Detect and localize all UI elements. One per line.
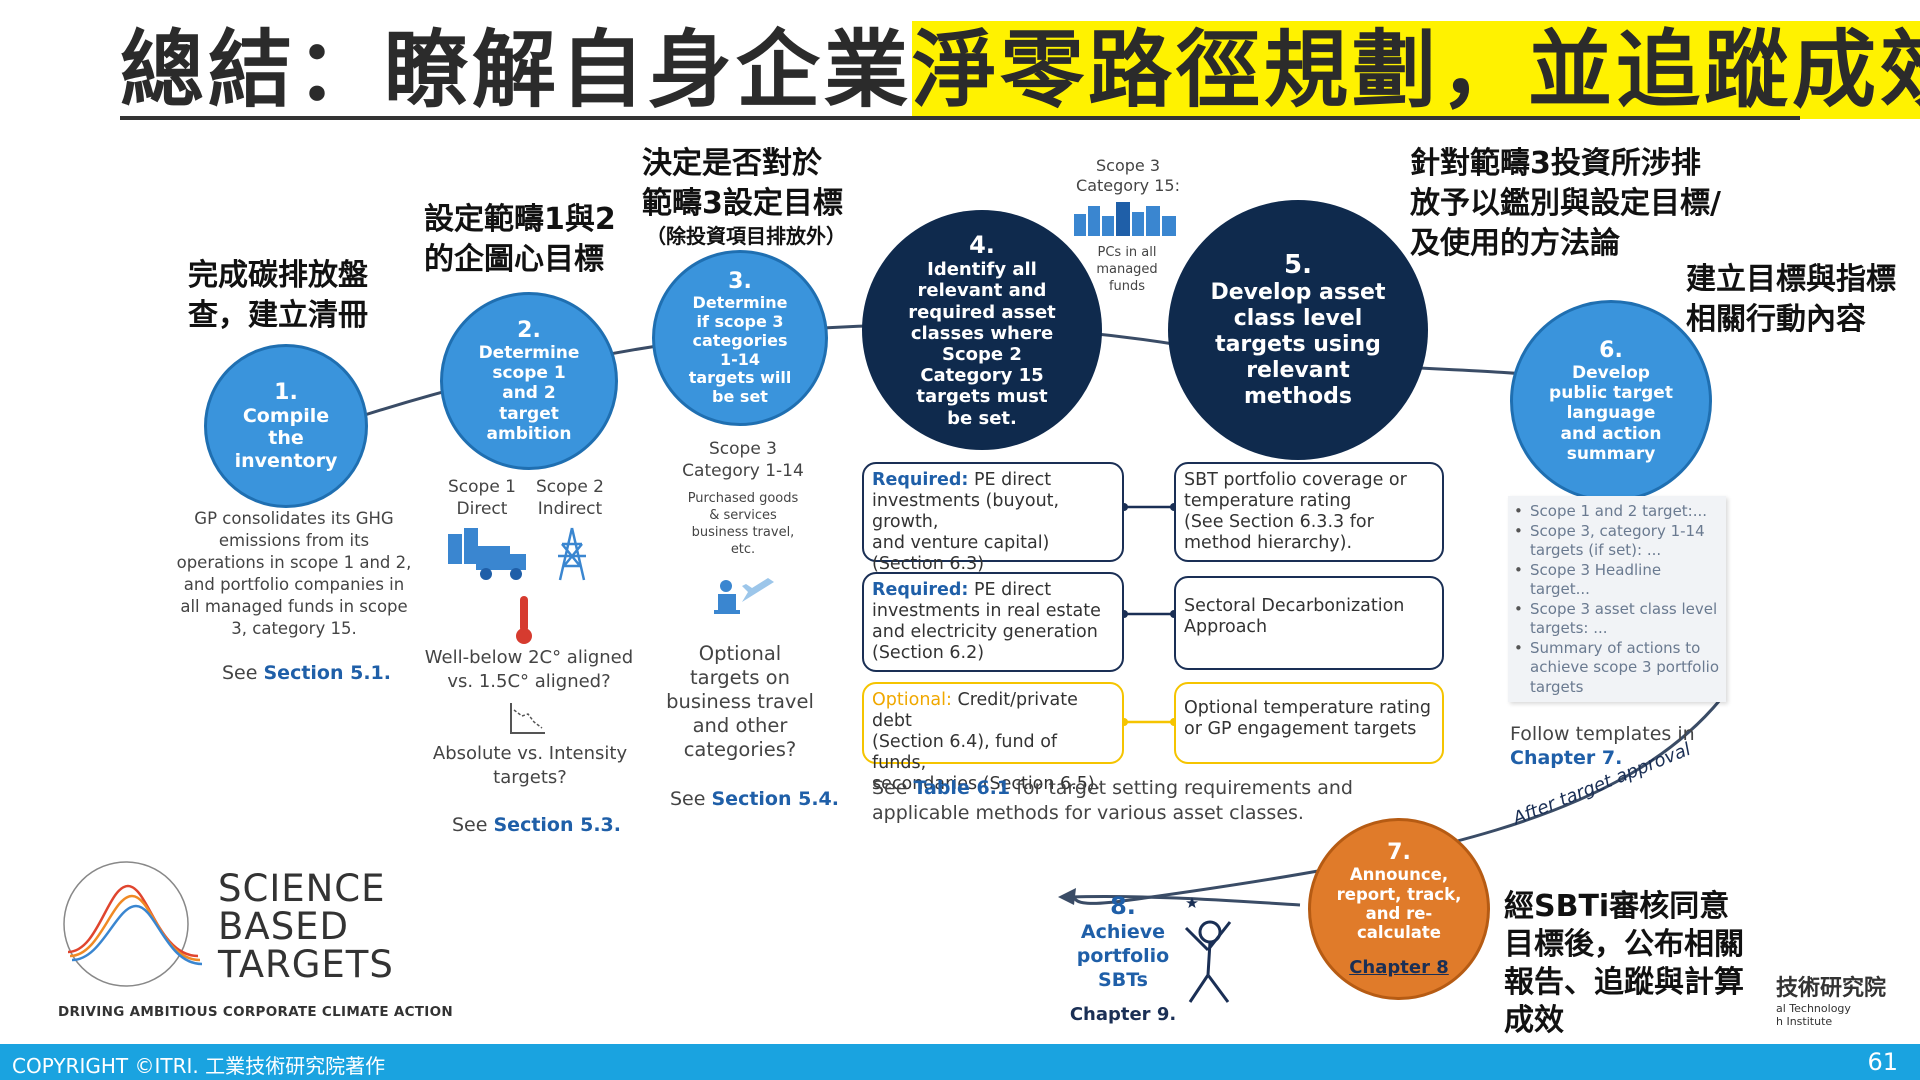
col1-see-section[interactable]: See Section 5.1.: [222, 662, 391, 684]
city-buildings-icon: [1074, 202, 1176, 236]
box-pe-direct: Required: PE direct investments (buyout,…: [862, 462, 1124, 574]
title-prefix: 總結：瞭解自身企業: [120, 21, 913, 119]
page-title: 總結：瞭解自身企業淨零路徑規劃，並追蹤成效: [120, 20, 1920, 120]
office-worker-plane-icon: [714, 578, 774, 614]
table-note: See Table 6.1 for target setting require…: [872, 777, 1353, 824]
col2-see-section[interactable]: See Section 5.3.: [452, 814, 621, 836]
copyright-text: COPYRIGHT ©ITRI. 工業技術研究院著作: [12, 1054, 386, 1078]
annotation-step5: 針對範疇3投資所涉排放予以鑑別與設定目標/及使用的方法論: [1410, 146, 1721, 261]
chapter-7-link[interactable]: Chapter 7.: [1510, 747, 1623, 769]
step-7-chapter-link: Chapter 8: [1349, 956, 1449, 978]
itri-logo: 技術研究院 al Technology h Institute: [1776, 976, 1887, 1028]
celebrating-person-icon: [1184, 897, 1232, 1003]
step-7-circle: 7. Announce,report, track,and re-calcula…: [1308, 818, 1490, 1000]
sbt-logo-tagline: DRIVING AMBITIOUS CORPORATE CLIMATE ACTI…: [58, 1004, 453, 1020]
thermometer-icon: [516, 596, 532, 644]
power-tower-icon: [558, 527, 586, 581]
box-optional-credit: Optional: Credit/private debt (Section 6…: [862, 682, 1124, 794]
title-highlight: 淨零路徑規劃，並追蹤成效: [912, 21, 1920, 119]
col3-see-section[interactable]: See Section 5.4.: [670, 788, 839, 810]
annotation-step7: 經SBTi審核同意目標後，公布相關報告、追蹤與計算成效: [1504, 889, 1744, 1038]
declining-chart-icon: [510, 703, 545, 734]
annotation-step3-note: （除投資項目排放外）: [646, 224, 846, 248]
table-6-1-link[interactable]: Table 6.1: [913, 777, 1011, 799]
summary-document: Scope 1 and 2 target:... Scope 3, catego…: [1508, 496, 1726, 702]
follow-templates: Follow templates in Chapter 7.: [1510, 723, 1695, 769]
sbt-logo-graphic: [63, 861, 203, 987]
footer-bar: COPYRIGHT ©ITRI. 工業技術研究院著作 61: [0, 1044, 1920, 1080]
annotation-step1: 完成碳排放盤查，建立清冊: [188, 258, 368, 333]
title-underline: [120, 116, 1800, 120]
box-real-estate: Required: PE direct investments in real …: [862, 572, 1124, 672]
building-truck-icon: [448, 528, 526, 580]
annotation-step6: 建立目標與指標相關行動內容: [1686, 262, 1896, 337]
annotation-step3: 決定是否對於範疇3設定目標: [642, 146, 843, 221]
page-number: 61: [1867, 1048, 1898, 1076]
